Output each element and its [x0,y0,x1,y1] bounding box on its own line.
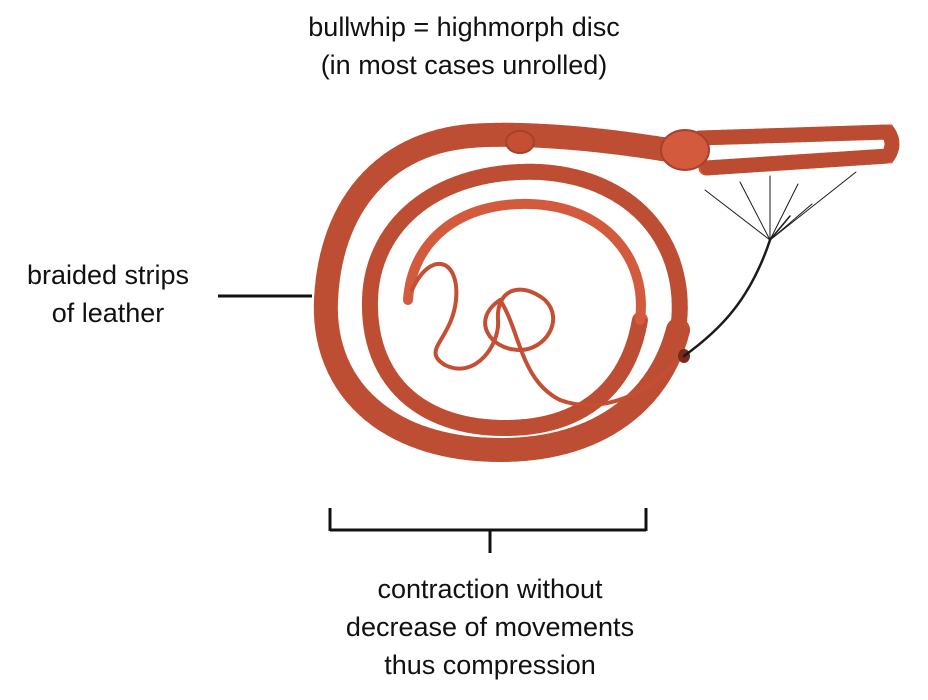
title-line-2: (in most cases unrolled) [320,50,608,80]
bottom-label-line-2: decrease of movements [345,612,635,642]
bottom-label: contraction without decrease of movement… [300,570,680,684]
diagram-title: bullwhip = highmorph disc (in most cases… [264,8,664,84]
whip-inner-coil [403,198,646,325]
whip-thin-end [410,261,684,407]
whip-cracker [682,171,857,358]
bottom-bracket [328,508,648,553]
bottom-label-line-1: contraction without [377,574,603,604]
title-line-1: bullwhip = highmorph disc [308,12,620,42]
whip-middle-coil [361,163,688,437]
upper-knot [505,130,535,154]
bottom-label-line-3: thus compression [384,650,596,680]
side-label-line-1: braided strips [26,260,190,290]
whip-handle [692,124,900,176]
whip-outer-coil [313,122,692,463]
handle-knot [660,129,710,171]
side-label: braided strips of leather [8,256,208,332]
side-label-line-2: of leather [51,298,165,328]
